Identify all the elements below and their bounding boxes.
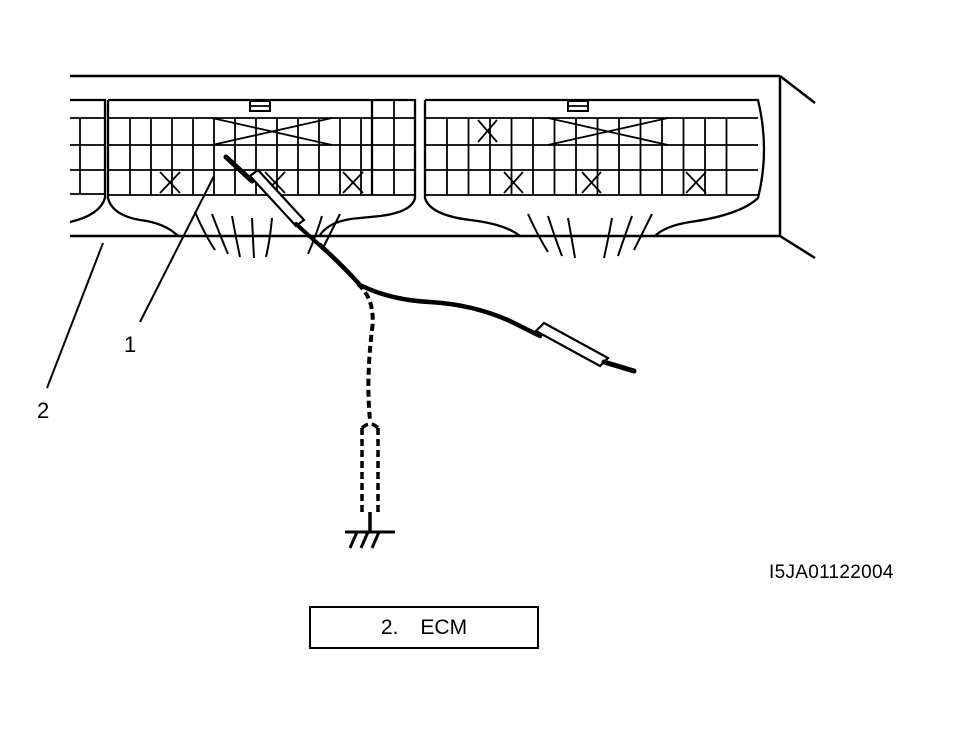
legend-number: 2.: [380, 615, 399, 639]
figure-id: I5JA01122004: [769, 562, 894, 583]
callout-2: 2: [37, 398, 49, 423]
legend-label: ECM: [420, 615, 468, 639]
leader-lines: [46, 175, 215, 389]
connector-a: [106, 98, 417, 237]
ground-lead: [356, 282, 380, 532]
ground-symbol: [345, 530, 395, 549]
callout-1: 1: [124, 332, 136, 357]
test-lead-positive: [317, 242, 637, 374]
connector-b: [423, 98, 766, 237]
legend-box: 2. ECM: [309, 606, 539, 649]
ecm-housing: [70, 74, 816, 260]
connector-left-partial: [69, 98, 107, 224]
wire-harness-b: [527, 213, 653, 259]
